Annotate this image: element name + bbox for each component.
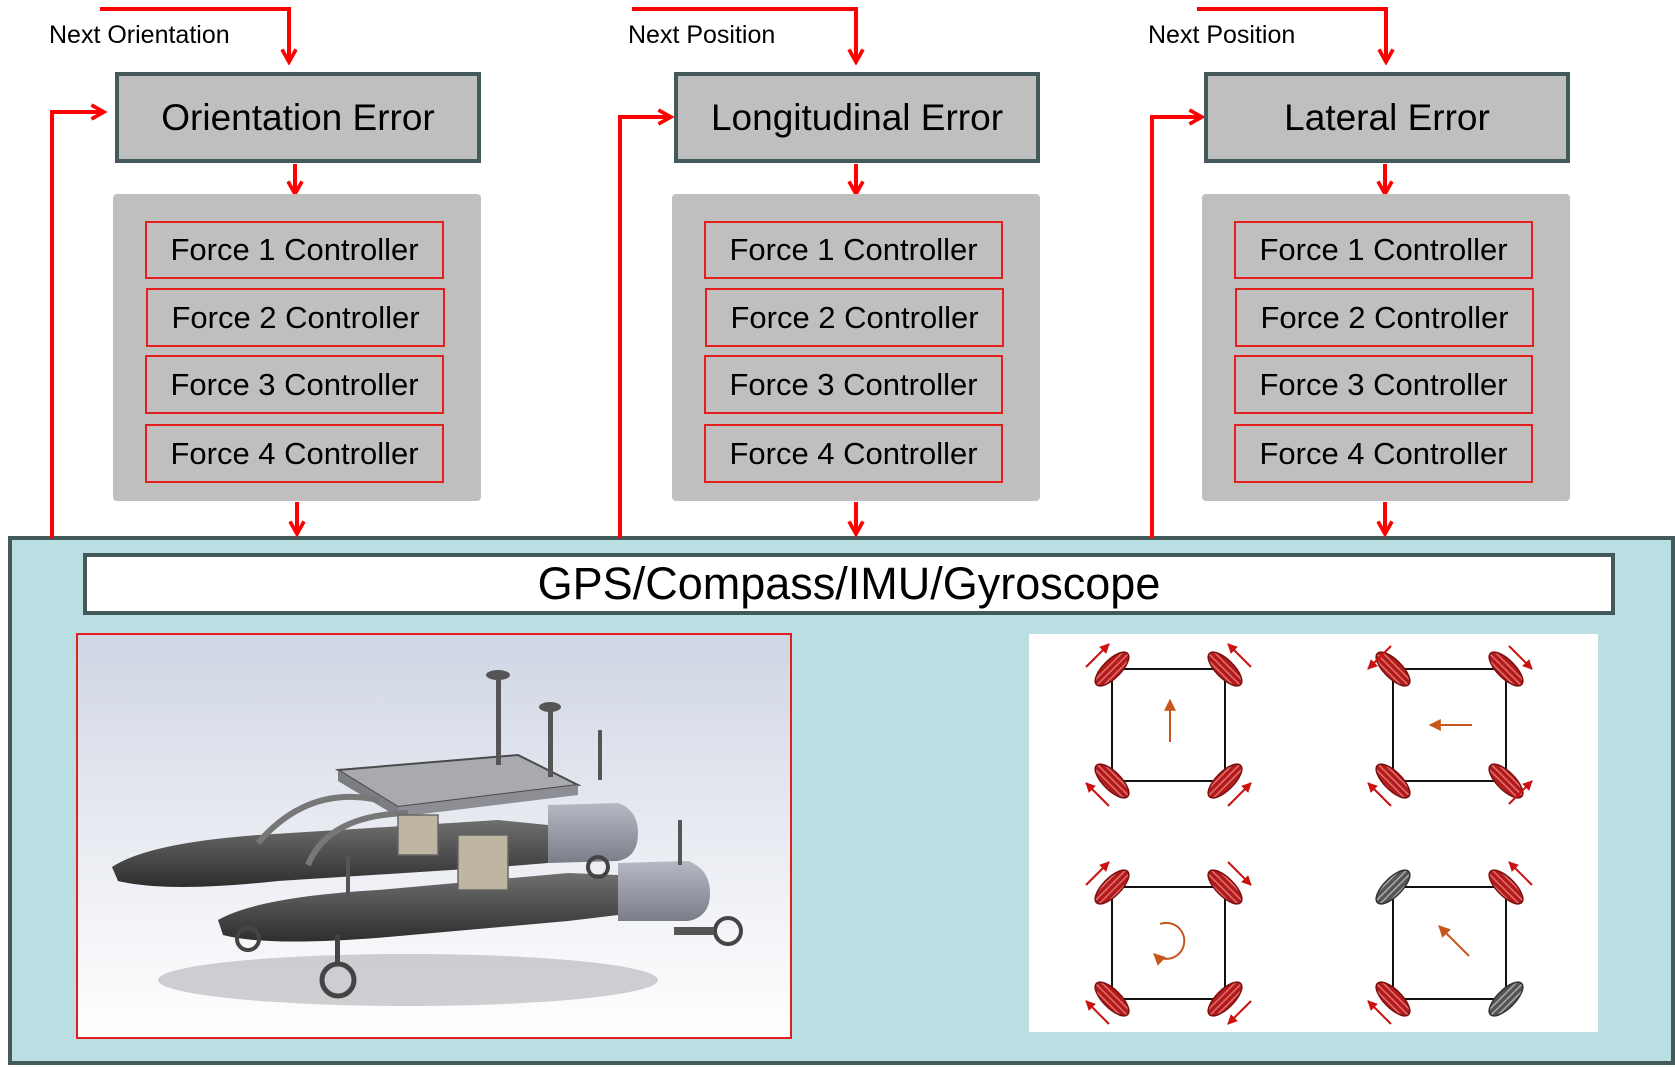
force-3-controller: Force 3 Controller: [1234, 355, 1533, 414]
force-4-controller: Force 4 Controller: [145, 424, 444, 483]
feedback-arrow-2: [618, 117, 671, 538]
force-4-controller: Force 4 Controller: [1234, 424, 1533, 483]
feedback-arrow-3: [1150, 117, 1202, 538]
force-4-controller: Force 4 Controller: [704, 424, 1003, 483]
thruster-config-diagonal-icon: [1367, 861, 1533, 1025]
force-1-controller: Force 1 Controller: [145, 221, 444, 279]
force-2-controller: Force 2 Controller: [146, 288, 445, 347]
orientation-error-block: Orientation Error: [115, 72, 481, 163]
force-3-controller: Force 3 Controller: [704, 355, 1003, 414]
thruster-configurations-figure: [1029, 634, 1598, 1032]
thruster-config-forward-icon: [1085, 643, 1252, 807]
feedback-arrow-1: [50, 112, 104, 538]
force-2-controller: Force 2 Controller: [705, 288, 1004, 347]
controller-panel-1: Force 1 Controller Force 2 Controller Fo…: [113, 194, 481, 501]
lateral-error-block: Lateral Error: [1204, 72, 1570, 163]
force-2-controller: Force 2 Controller: [1235, 288, 1534, 347]
reference-arrow-3: [1197, 7, 1386, 62]
controller-panel-3: Force 1 Controller Force 2 Controller Fo…: [1202, 194, 1570, 501]
signal-flow-arrows: [50, 7, 1675, 538]
longitudinal-error-block: Longitudinal Error: [674, 72, 1040, 163]
input-label-next-orientation: Next Orientation: [49, 21, 230, 49]
thruster-config-left-icon: [1367, 645, 1533, 807]
catamaran-render-image: [76, 633, 792, 1039]
sensor-bar: GPS/Compass/IMU/Gyroscope: [83, 553, 1615, 615]
input-label-next-position-longitudinal: Next Position: [628, 21, 776, 49]
thruster-config-rotate-icon: [1085, 861, 1252, 1025]
force-1-controller: Force 1 Controller: [704, 221, 1003, 279]
force-1-controller: Force 1 Controller: [1234, 221, 1533, 279]
reference-arrow-2: [632, 7, 856, 62]
force-3-controller: Force 3 Controller: [145, 355, 444, 414]
controller-panel-2: Force 1 Controller Force 2 Controller Fo…: [672, 194, 1040, 501]
input-label-next-position-lateral: Next Position: [1148, 21, 1296, 49]
reference-arrow-1: [100, 7, 289, 62]
